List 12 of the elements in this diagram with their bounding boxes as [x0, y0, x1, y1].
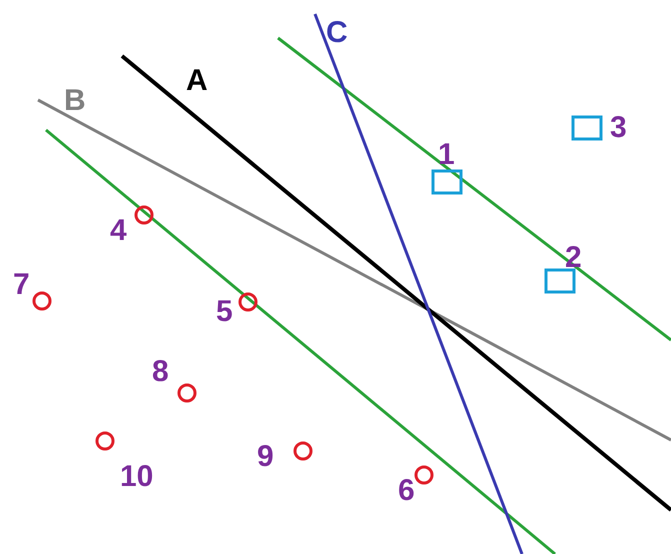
line-label: A	[186, 66, 208, 96]
line-label: C	[326, 18, 348, 48]
point-label: 3	[610, 113, 627, 143]
point-label: 7	[13, 270, 30, 300]
point-label: 5	[216, 297, 233, 327]
point-label: 4	[110, 216, 127, 246]
point-label: 8	[152, 357, 169, 387]
line-label: B	[64, 86, 86, 116]
point-label: 6	[398, 476, 415, 506]
point-label: 9	[257, 442, 274, 472]
point-label: 1	[438, 140, 455, 170]
point-label: 10	[120, 462, 154, 492]
